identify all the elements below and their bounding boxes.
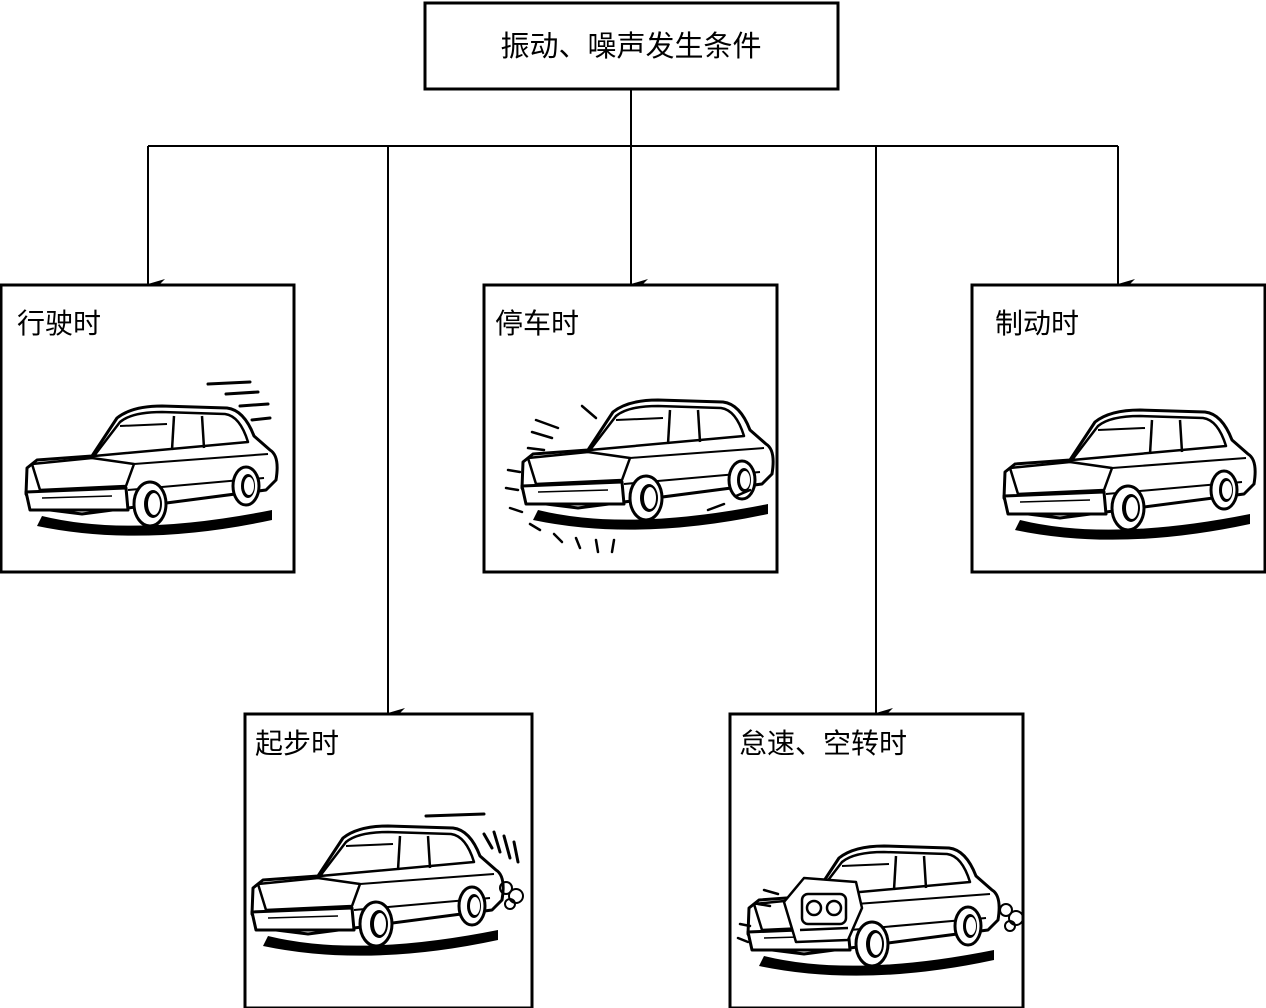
condition-label-braking: 停车时 <box>495 307 579 340</box>
root-box <box>423 1 840 91</box>
condition-label-idling: 怠速、空转时 <box>739 727 907 760</box>
condition-box-braking: 停车时 <box>482 283 779 574</box>
condition-box-starting: 起步时 <box>243 712 534 1008</box>
condition-label-parked: 制动时 <box>995 307 1079 340</box>
root-label: 振动、噪声发生条件 <box>500 29 761 63</box>
condition-label-driving: 行驶时 <box>17 307 101 340</box>
car-illustration-starting <box>250 812 524 958</box>
connectors <box>147 89 1135 718</box>
condition-label-starting: 起步时 <box>255 727 339 760</box>
condition-box-parked: 制动时 <box>970 283 1266 574</box>
car-illustration-braking <box>504 398 775 554</box>
car-illustration-idling <box>736 844 1024 978</box>
condition-box-idling: 怠速、空转时 <box>728 712 1025 1008</box>
condition-box-driving: 行驶时 <box>0 283 296 574</box>
car-illustration-driving <box>24 380 279 538</box>
